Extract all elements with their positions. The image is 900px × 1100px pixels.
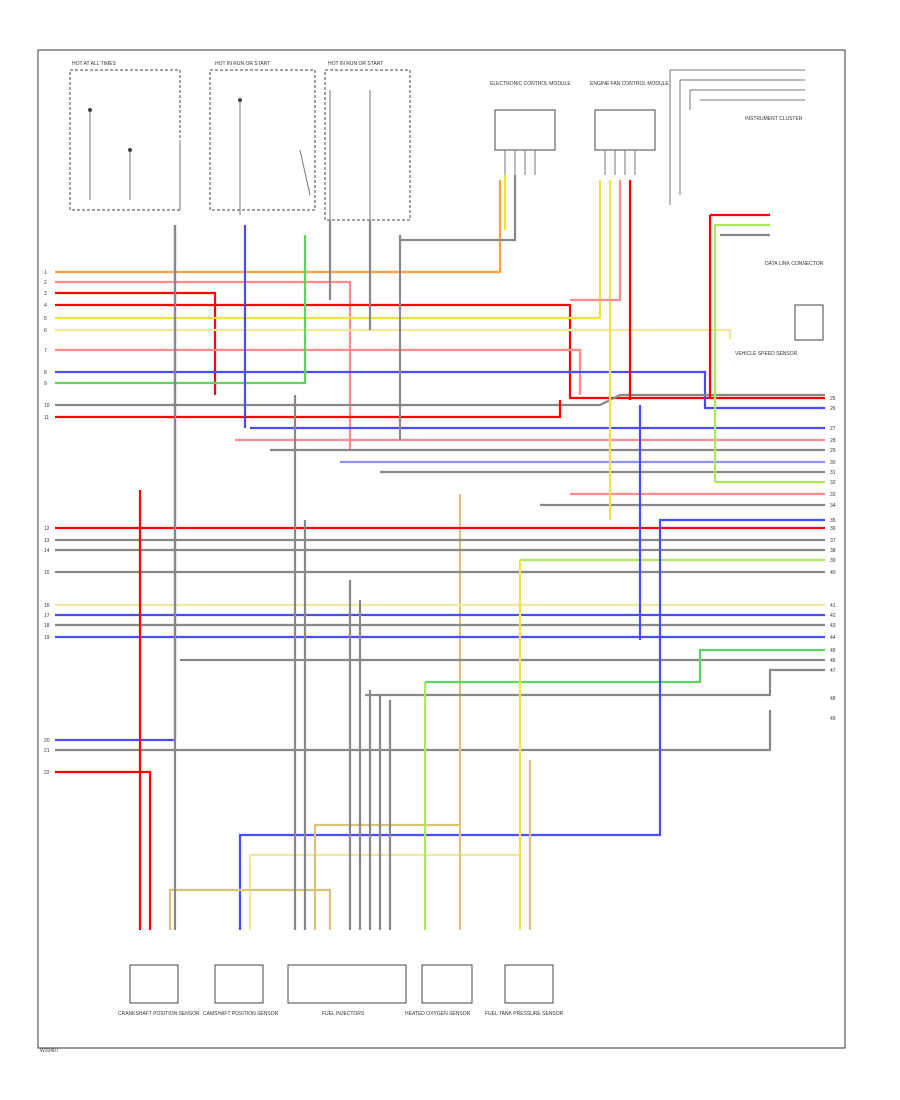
bottom-component-5 (504, 964, 554, 1004)
right-pin: 36 (830, 526, 836, 532)
left-pin: 17 (44, 613, 50, 619)
right-pin: 39 (830, 558, 836, 564)
right-pin: 35 (830, 518, 836, 524)
right-pin: 38 (830, 548, 836, 554)
right-pin: 47 (830, 668, 836, 674)
left-pin: 9 (44, 381, 47, 387)
right-pin: 46 (830, 658, 836, 664)
bottom-component-3 (287, 964, 407, 1004)
fuse-block-3 (324, 69, 411, 221)
right-component-label-3: INSTRUMENT CLUSTER (745, 116, 803, 122)
top-component-label-3: HOT IN RUN OR START (328, 61, 383, 67)
fan-control-module (594, 109, 656, 151)
right-pin: 29 (830, 448, 836, 454)
vertical-wires (138, 175, 770, 930)
top-component-label-5: ENGINE FAN CONTROL MODULE (590, 81, 669, 87)
right-pin: 48 (830, 696, 836, 702)
left-pin: 5 (44, 316, 47, 322)
diagram-frame (37, 49, 846, 1049)
left-pin: 12 (44, 526, 50, 532)
left-pin: 19 (44, 635, 50, 641)
right-pin: 45 (830, 648, 836, 654)
right-pin: 31 (830, 470, 836, 476)
left-pin: 8 (44, 370, 47, 376)
bottom-component-label-4: HEATED OXYGEN SENSOR (405, 1011, 471, 1017)
right-pin: 34 (830, 503, 836, 509)
left-pin: 3 (44, 291, 47, 297)
footer-code: W20407 (40, 1048, 59, 1054)
right-pin: 41 (830, 603, 836, 609)
right-pin: 37 (830, 538, 836, 544)
bottom-component-label-3: FUEL INJECTORS (322, 1011, 365, 1017)
bottom-component-label-5: FUEL TANK PRESSURE SENSOR (485, 1011, 564, 1017)
fuse-block-2 (209, 69, 316, 211)
left-pin: 1 (44, 270, 47, 276)
right-pin: 30 (830, 460, 836, 466)
left-pin: 15 (44, 570, 50, 576)
top-component-label-2: HOT IN RUN OR START (215, 61, 270, 67)
left-pin-labels: 1 2 3 4 5 6 7 8 9 10 11 12 13 14 15 16 1… (44, 270, 50, 776)
left-pin: 20 (44, 738, 50, 744)
right-pin: 49 (830, 716, 836, 722)
bottom-component-label-1: CRANKSHAFT POSITION SENSOR (118, 1011, 200, 1017)
left-pin: 4 (44, 303, 47, 309)
right-pin: 32 (830, 480, 836, 486)
data-link-connector (794, 304, 824, 341)
right-component-label-1: DATA LINK CONNECTOR (765, 261, 824, 267)
top-component-group: HOT AT ALL TIMES HOT IN RUN OR START HOT… (69, 61, 805, 221)
right-pin: 26 (830, 406, 836, 412)
right-pin-labels: 25 26 27 28 29 30 31 32 33 34 35 36 37 3… (830, 396, 836, 722)
bottom-component-group: CRANKSHAFT POSITION SENSOR CAMSHAFT POSI… (118, 964, 564, 1017)
right-pin: 25 (830, 396, 836, 402)
right-pin: 27 (830, 426, 836, 432)
left-pin: 6 (44, 328, 47, 334)
right-pin: 44 (830, 635, 836, 641)
bottom-component-4 (421, 964, 473, 1004)
left-pin: 14 (44, 548, 50, 554)
left-pin: 21 (44, 748, 50, 754)
left-pin: 11 (44, 415, 49, 421)
left-pin: 7 (44, 348, 47, 354)
left-pin: 22 (44, 770, 50, 776)
bottom-component-1 (129, 964, 179, 1004)
right-pin: 43 (830, 623, 836, 629)
bottom-component-label-2: CAMSHAFT POSITION SENSOR (203, 1011, 279, 1017)
left-pin: 16 (44, 603, 50, 609)
top-component-label-4: ELECTRONIC CONTROL MODULE (490, 81, 571, 87)
right-pin: 42 (830, 613, 836, 619)
left-pin: 10 (44, 403, 50, 409)
right-pin: 40 (830, 570, 836, 576)
right-pin: 33 (830, 492, 836, 498)
left-pin: 13 (44, 538, 50, 544)
fuse-block-1 (69, 69, 181, 211)
top-component-label-1: HOT AT ALL TIMES (72, 61, 117, 67)
left-pin: 18 (44, 623, 50, 629)
ecm-module (494, 109, 556, 151)
right-component-group: DATA LINK CONNECTOR VEHICLE SPEED SENSOR… (735, 116, 824, 357)
left-pin: 2 (44, 280, 47, 286)
right-component-label-2: VEHICLE SPEED SENSOR (735, 351, 798, 357)
bottom-component-2 (214, 964, 264, 1004)
right-pin: 28 (830, 438, 836, 444)
